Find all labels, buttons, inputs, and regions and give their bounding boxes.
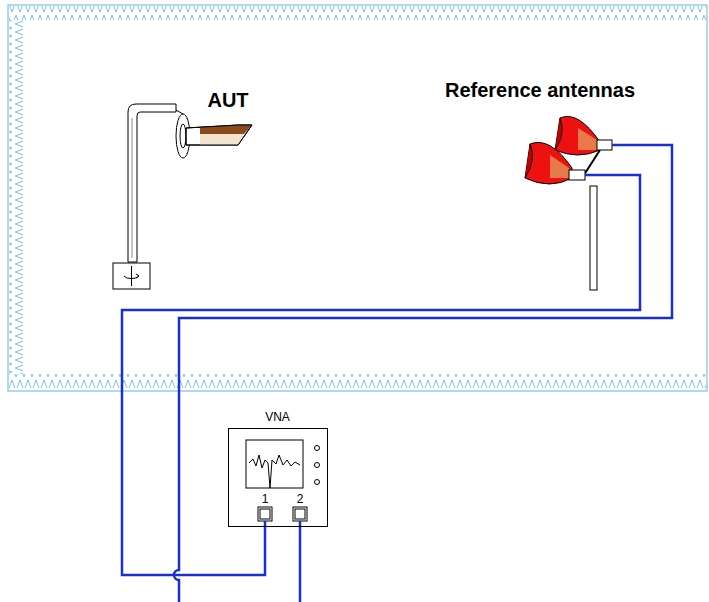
- reference-horn-upper: [555, 116, 612, 155]
- reference-horn-lower: [525, 142, 585, 184]
- instrument-name: VNA: [265, 410, 290, 424]
- anechoic-chamber: [8, 5, 707, 391]
- vna-front-panel: [246, 440, 320, 521]
- aut-antenna: [176, 110, 252, 158]
- port-number: 2: [297, 492, 304, 506]
- instrument-box: VNA: [228, 428, 328, 527]
- antenna-label: AUT: [207, 89, 248, 112]
- port-number: 1: [262, 492, 269, 506]
- aut-positioner: [113, 104, 176, 289]
- antenna-label: Reference antennas: [445, 79, 635, 102]
- rf-cables: [122, 145, 672, 602]
